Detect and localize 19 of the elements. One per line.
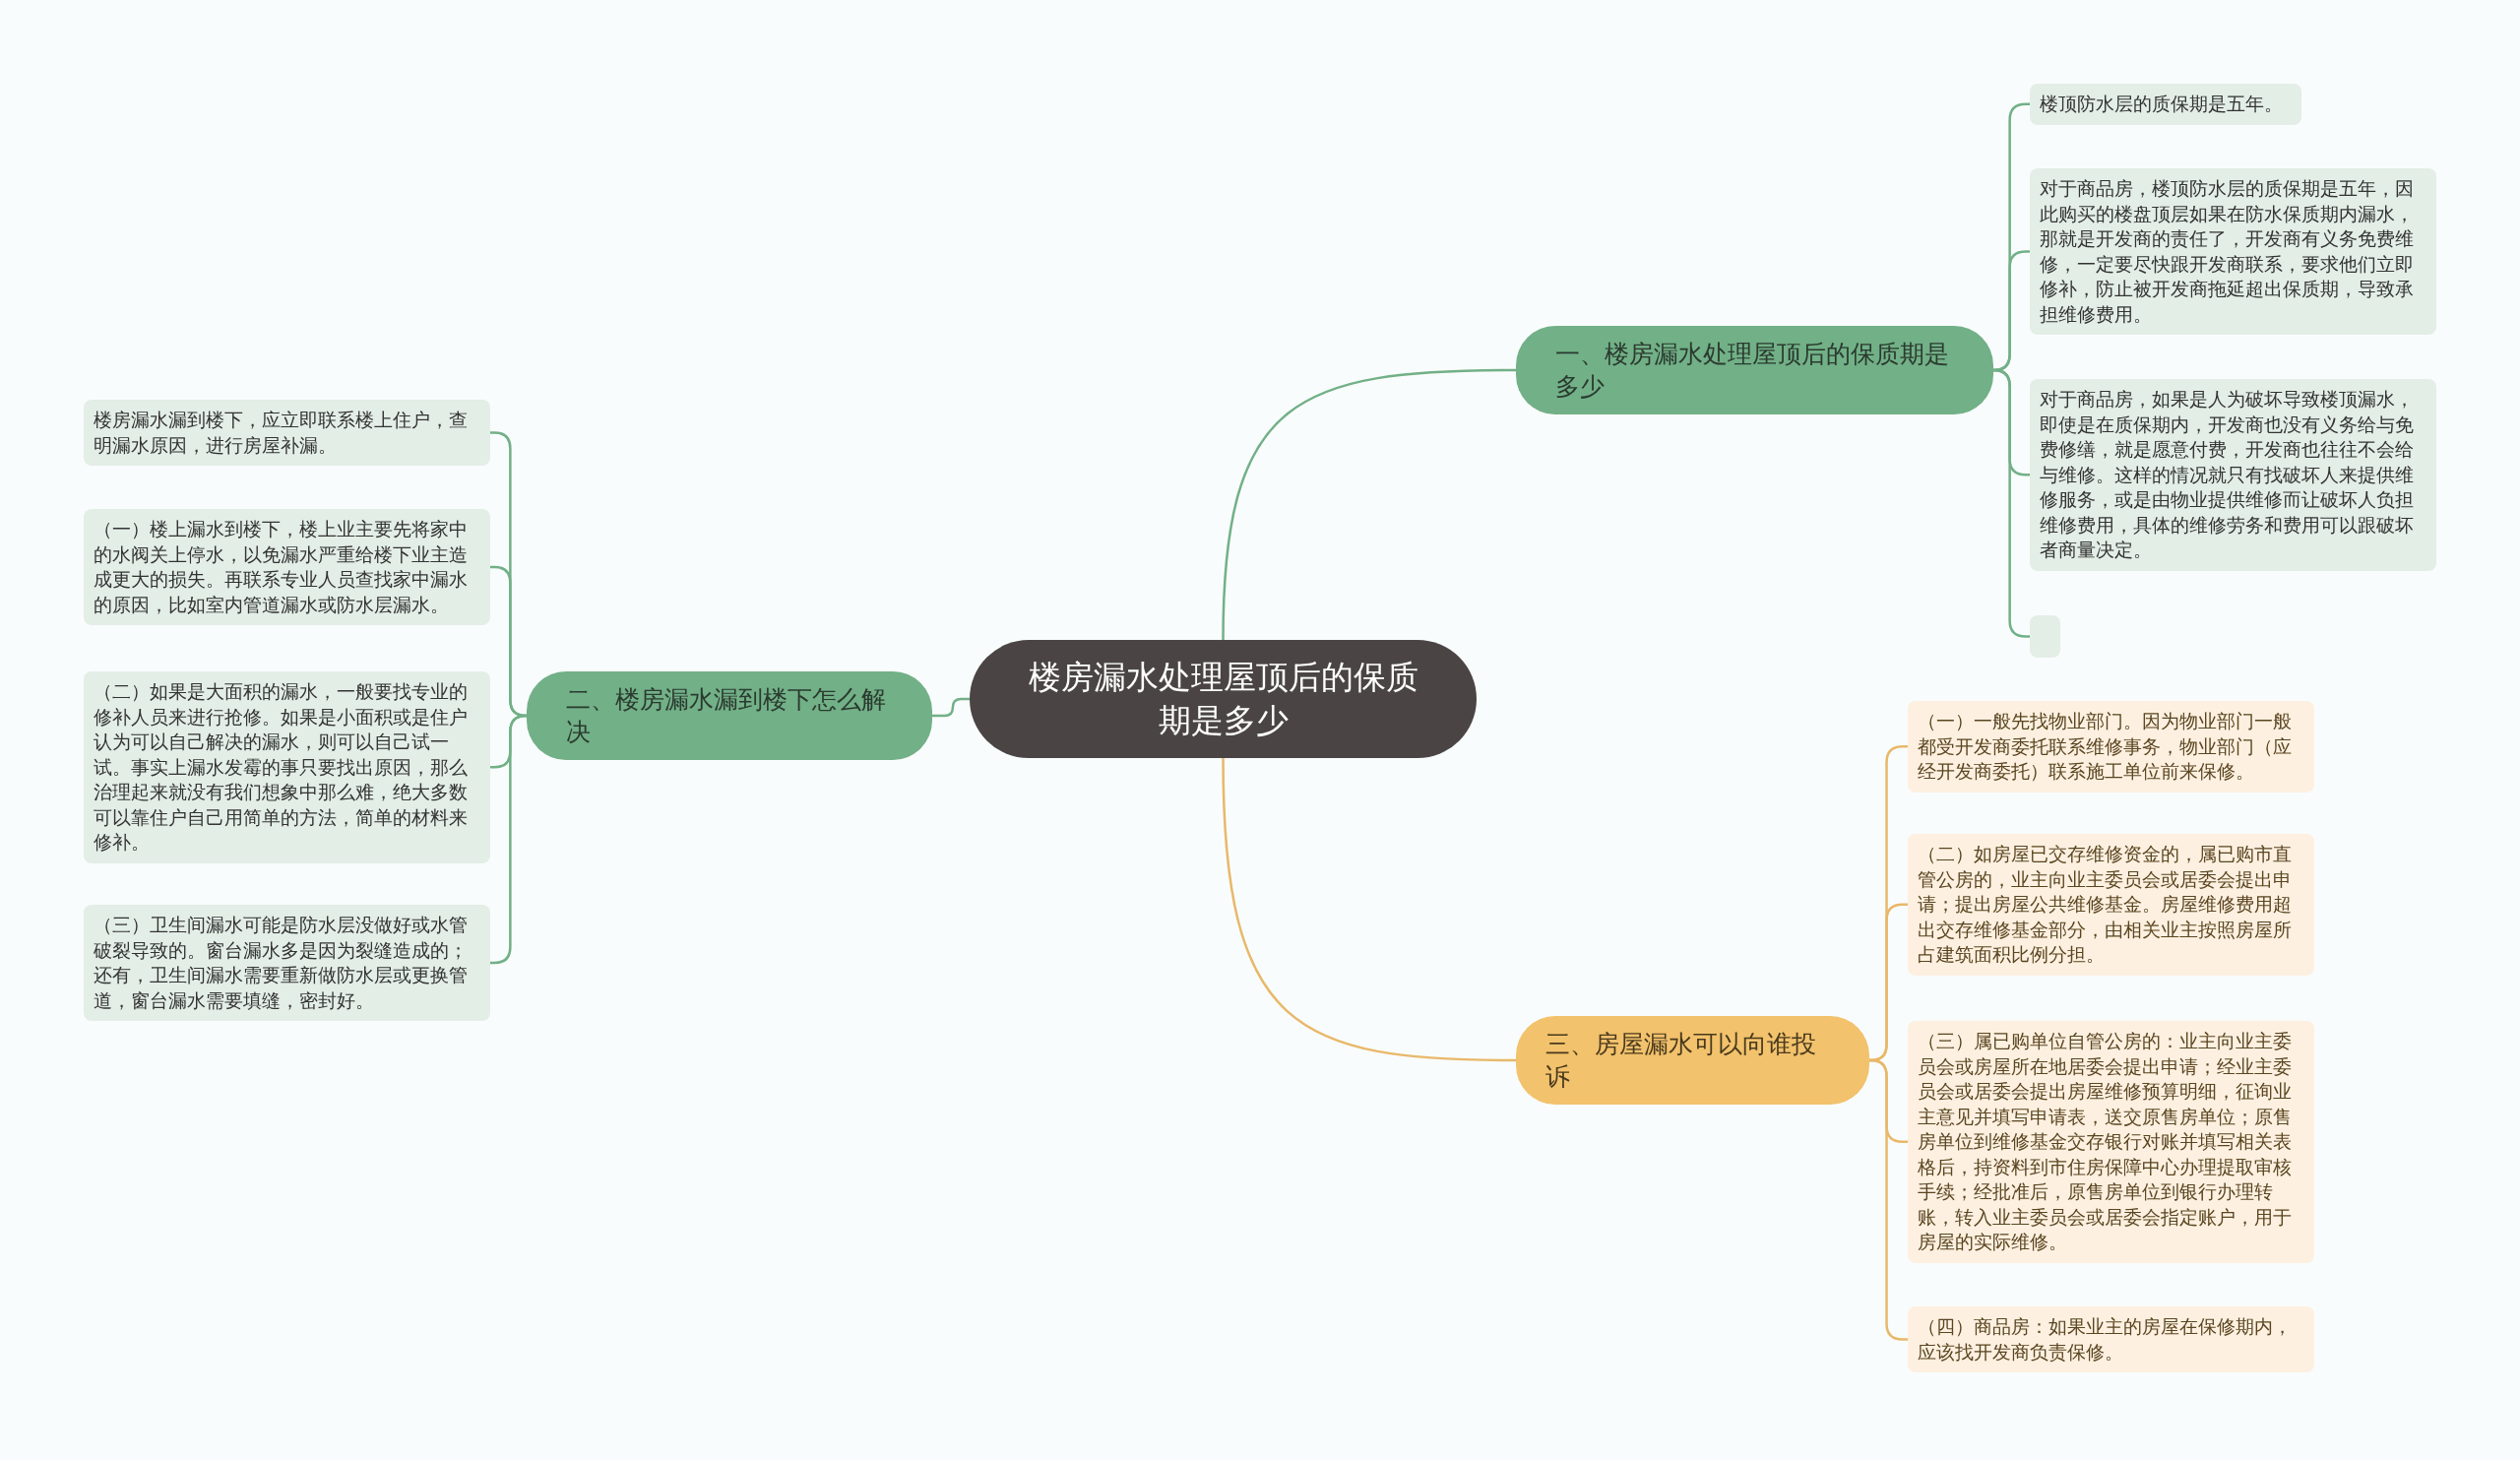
note-box: （二）如房屋已交存维修资金的，属已购市直管公房的，业主向业主委员会或居委会提出申请；提出房屋公共维修基金。房屋维修费用超出交存维修基金部分，由相关业主按照房屋所占建筑面积比例分担。 xyxy=(1908,834,2314,976)
note-box: 对于商品房，如果是人为破坏导致楼顶漏水，即使是在质保期内，开发商也没有义务给与免费修缮，就是愿意付费，开发商也往往不会给与维修。这样的情况就只有找破坏人来提供维修服务，或是由物业提供维修而让破坏人负担维修费用，具体的维修劳务和费用可以跟破坏者商量决定。 xyxy=(2030,379,2436,571)
branch-topic: 二、楼房漏水漏到楼下怎么解决 xyxy=(527,671,932,760)
note-box: 对于商品房，楼顶防水层的质保期是五年，因此购买的楼盘顶层如果在防水保质期内漏水，那就是开发商的责任了，开发商有义务免费维修，一定要尽快跟开发商联系，要求他们立即修补，防止被开发商拖延超出保质期，导致承担维修费用。 xyxy=(2030,168,2436,335)
note-box: （二）如果是大面积的漏水，一般要找专业的修补人员来进行抢修。如果是小面积或是住户认为可以自己解决的漏水，则可以自己试一试。事实上漏水发霉的事只要找出原因，那么治理起来就没有我们想象中那么难，绝大多数可以靠住户自己用简单的方法，简单的材料来修补。 xyxy=(84,671,490,863)
empty-box xyxy=(2030,615,2060,658)
note-box: （一）一般先找物业部门。因为物业部门一般都受开发商委托联系维修事务，物业部门（应经开发商委托）联系施工单位前来保修。 xyxy=(1908,701,2314,793)
note-box: （四）商品房：如果业主的房屋在保修期内，应该找开发商负责保修。 xyxy=(1908,1306,2314,1372)
connector-line xyxy=(1222,757,1516,1062)
connector-line xyxy=(1222,368,1516,641)
note-box: 楼房漏水漏到楼下，应立即联系楼上住户，查明漏水原因，进行房屋补漏。 xyxy=(84,400,490,466)
note-box: （三）属已购单位自管公房的：业主向业主委员会或房屋所在地居委会提出申请；经业主委员会或居委会提出房屋维修预算明细，征询业主意见并填写申请表，送交原售房单位；原售房单位到维修基金交存银行对账并填写相关表格后，持资料到市住房保障中心办理提取审核手续；经批准后，原售房单位到银行办理转账，转入业主委员会或居委会指定账户，用于房屋的实际维修。 xyxy=(1908,1021,2314,1263)
note-box: （一）楼上漏水到楼下，楼上业主要先将家中的水阀关上停水，以免漏水严重给楼下业主造成更大的损失。再联系专业人员查找家中漏水的原因，比如室内管道漏水或防水层漏水。 xyxy=(84,509,490,625)
central-topic: 楼房漏水处理屋顶后的保质期是多少 xyxy=(970,640,1477,758)
connector-line xyxy=(932,697,970,718)
note-box: （三）卫生间漏水可能是防水层没做好或水管破裂导致的。窗台漏水多是因为裂缝造成的；还有，卫生间漏水需要重新做防水层或更换管道，窗台漏水需要填缝，密封好。 xyxy=(84,905,490,1021)
branch-topic: 三、房屋漏水可以向谁投诉 xyxy=(1516,1016,1869,1105)
note-box: 楼顶防水层的质保期是五年。 xyxy=(2030,84,2301,125)
branch-topic: 一、楼房漏水处理屋顶后的保质期是多少 xyxy=(1516,326,1993,414)
